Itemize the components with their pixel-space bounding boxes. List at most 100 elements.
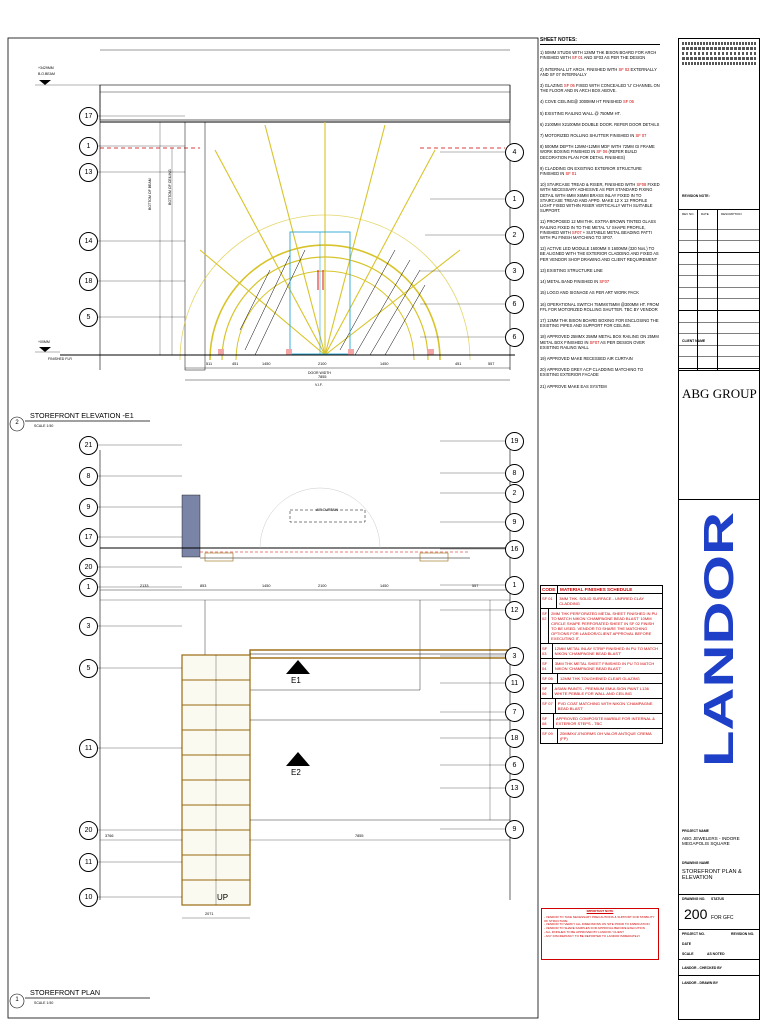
dimension-label: 2100: [318, 362, 327, 366]
callout-tag: 8: [505, 464, 524, 483]
note-text: 10) STAIRCASE TREAD & RISER, FINISHED WI…: [540, 182, 637, 188]
schedule-description: ASIAN PAINTS - PREMIUM EMULSION PAINT L1…: [554, 686, 649, 696]
important-note-lines: - VENDOR TO TAKE NECESSARY PRECAUTIONS &…: [544, 914, 656, 939]
bottom-view-scale: SCALE 1:50: [34, 1001, 54, 1005]
scale-value: AS NOTED: [707, 952, 725, 956]
callout-tag: 7: [505, 703, 524, 722]
drawn-by-label: LANDOR - DRAWN BY: [682, 981, 718, 985]
sheet-note: 18) APPROVED 25MMX 25MM METAL BOX RAILIN…: [540, 334, 660, 350]
note-finish-ref: SF 01: [571, 55, 583, 61]
note-finish-ref: SF08: [636, 182, 647, 188]
dimension-label: 511: [206, 362, 213, 366]
schedule-header: CODE MATERIAL FINISHES SCHEDULE: [541, 586, 662, 594]
callout-tag: 8: [79, 467, 98, 486]
section-marker-e2: [286, 752, 310, 766]
callout-tag: 11: [79, 853, 98, 872]
schedule-code: SF 01: [541, 594, 558, 608]
callout-tag: 19: [505, 432, 524, 451]
schedule-code: SF 09: [541, 729, 558, 743]
note-text: 1) 50MM STUDS WITH 12MM THK BISON BOARD …: [540, 50, 657, 61]
dimension-label: 451: [232, 362, 239, 366]
note-text: 15) LOGO AND SIGNAGE AS PER ART WORK PAC…: [540, 290, 639, 296]
status-value: FOR GFC: [711, 915, 734, 921]
schedule-description: 3MM THK METAL SHEET FINISHED IN PU TO MA…: [554, 661, 655, 671]
drawing-number: 200: [684, 906, 708, 922]
sheet-note: 15) LOGO AND SIGNAGE AS PER ART WORK PAC…: [540, 290, 660, 295]
arch-label-ceiling: BOTTOM OF CEILING: [168, 169, 172, 205]
note-finish-ref: SF 06: [596, 149, 608, 155]
project-label: PROJECT NAME: [682, 829, 709, 833]
dimension-label: 853: [200, 584, 207, 588]
callout-tag: 3: [505, 262, 524, 281]
sheet-note: 19) APPROVED MAKE RECESSED AIR CURTAIN: [540, 356, 660, 361]
sheet-note: 12) ACTIVE LED MODULE 1600MM X 1600MM (3…: [540, 246, 660, 262]
important-note-box: IMPORTANT NOTE - VENDOR TO TAKE NECESSAR…: [541, 908, 659, 960]
callout-tag: 11: [79, 739, 98, 758]
view-number-circle-1: [9, 993, 25, 1009]
note-text: (REFER BUILD DECORATION PLAN FOR DETAIL …: [540, 149, 637, 160]
project-name: ABG JEWELERS - INDORE MEGAPOLIS SQUARE: [682, 836, 740, 846]
rev-col-date: DATE: [701, 212, 709, 216]
callout-tag: 9: [505, 513, 524, 532]
note-text: FIXED WITH CONCEALED 'U' CHANNEL ON THE …: [540, 83, 660, 94]
client-name-label: CLIENT NAME: [682, 339, 706, 343]
note-finish-ref: SF07: [589, 339, 600, 345]
callout-tag: 1: [79, 137, 98, 156]
callout-tag: 11: [505, 674, 524, 693]
top-view-scale: SCALE 1:50: [34, 424, 54, 428]
level-top-label: +3429MM: [38, 66, 54, 70]
note-finish-ref: SF 05: [563, 83, 575, 89]
callout-tag: 10: [79, 888, 98, 907]
dimension-label: 1450: [380, 362, 389, 366]
dimension-label: 1450: [262, 362, 271, 366]
note-finish-ref: SF07: [571, 229, 582, 235]
drawing-name: STOREFRONT PLAN & ELEVATION: [682, 869, 742, 881]
revision-table: REV NO. DATE DESCRIPTION: [679, 209, 759, 371]
sheet-notes-list: 1) 50MM STUDS WITH 12MM THK BISON BOARD …: [540, 50, 660, 389]
note-text: 9) CLADDING ON EXISTING EXTERIOR STRUCTU…: [540, 165, 642, 177]
note-finish-ref: SF 01: [565, 171, 577, 177]
legal-notes: [682, 42, 756, 162]
rev-col-description: DESCRIPTION: [721, 212, 742, 216]
important-note-line: - ANY DISCREPANCY TO BE REPORTED TO LAND…: [544, 933, 641, 938]
sheet-note: 11) PROPOSED 12 MM THK. EXTRA BROWN TINT…: [540, 219, 660, 240]
dimension-label: 1450: [262, 584, 271, 588]
callout-tag: 18: [79, 272, 98, 291]
important-note-line: - VENDOR TO TAKE NECESSARY PRECAUTIONS &…: [544, 914, 655, 923]
title-block: REVISION NOTE: REV NO. DATE DESCRIPTION …: [678, 38, 760, 1020]
sheet-note: 20) APPROVED GREY ACP CLADDING MATCHING …: [540, 367, 660, 377]
callout-tag: 4: [505, 143, 524, 162]
note-text: AND SF03 AS PER THE DESIGN: [582, 55, 646, 61]
schedule-title: MATERIAL FINISHES SCHEDULE: [560, 587, 633, 592]
sheet-note: 17) 12MM THK BISON BOARD BOXING FOR ENCL…: [540, 318, 660, 328]
landor-brand: LANDOR: [695, 512, 742, 767]
level-top-sub: B.O.BEAM: [38, 72, 55, 76]
drawing-canvas: [7, 37, 539, 1019]
note-text: EXTERNALLY AND SF 07 INTERNALLY: [540, 66, 657, 77]
note-text: 7) MOTORIZED ROLLING SHUTTER FINISHED IN: [540, 133, 636, 139]
view-number-circle-2: [9, 416, 25, 432]
callout-tag: 9: [79, 498, 98, 517]
callout-tag: 18: [505, 729, 524, 748]
sheet-note: 7) MOTORIZED ROLLING SHUTTER FINISHED IN…: [540, 133, 660, 138]
dimension-label: 557: [472, 584, 479, 588]
schedule-code-header: CODE: [541, 586, 558, 593]
note-text: 13) EXISTING STRUCTURE LINE: [540, 267, 603, 273]
note-finish-ref: SF 02: [618, 66, 630, 72]
schedule-code: SF 05: [541, 674, 558, 683]
note-text: 18) APPROVED 25MMX 25MM METAL BOX RAILIN…: [540, 334, 659, 345]
important-note-line: - ALL FINISHES TO BE APPROVED BY LANDOR …: [544, 929, 624, 934]
sheet-note: 10) STAIRCASE TREAD & RISER, FINISHED WI…: [540, 182, 660, 213]
schedule-code: SF 02: [541, 609, 550, 643]
callout-tag: 14: [79, 232, 98, 251]
note-text: 2) INTERNAL LIT ARCH. FINISHED WITH: [540, 66, 619, 72]
dimension-label: 2133: [140, 584, 149, 588]
e1-label: E1: [291, 676, 301, 685]
callout-tag: 20: [79, 821, 98, 840]
callout-tag: 6: [505, 295, 524, 314]
sheet-note: 5) EXISTING RAILING WALL @ 750MM HT.: [540, 111, 660, 116]
